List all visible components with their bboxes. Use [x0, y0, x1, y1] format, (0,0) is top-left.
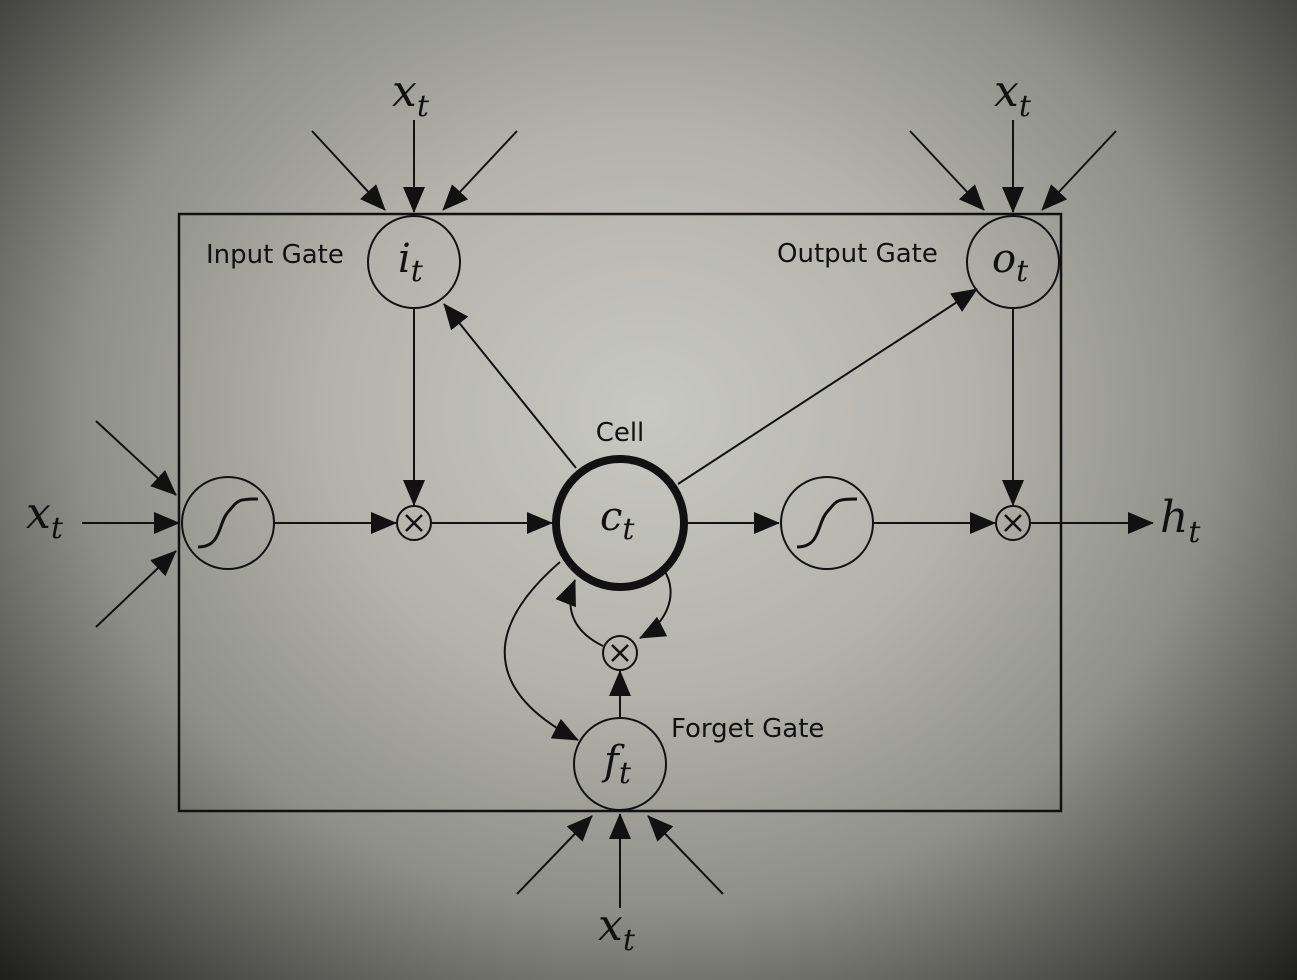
arrow-recurrent-to-input-squash-top: [95, 420, 177, 496]
arrow-cell-to-input-gate: [443, 303, 577, 469]
cell-node: [552, 455, 688, 591]
multiply-icon: [405, 514, 423, 532]
arrow-recurrent-to-output-gate-left: [909, 130, 985, 211]
h-output: ht: [1160, 492, 1201, 550]
h-symbol: h: [1160, 492, 1188, 543]
output-gate-symbol: ot: [992, 236, 1029, 289]
t-subscript: t: [51, 511, 64, 546]
input-gate-label: Input Gate: [206, 240, 344, 270]
output-multiply-node: [995, 505, 1031, 541]
t-subscript: t: [1019, 89, 1032, 124]
arrow-cell-to-forget-gate: [503, 561, 579, 741]
cell-symbol: ct: [600, 494, 635, 547]
t-subscript: t: [1188, 515, 1201, 550]
forget-gate-symbol: ft: [601, 738, 632, 791]
svg-text:xt: xt: [598, 900, 636, 958]
x-symbol: x: [994, 66, 1019, 117]
arrow-recurrent-to-input-squash-bottom: [95, 550, 177, 628]
svg-text:xt: xt: [994, 66, 1032, 124]
sigmoid-icon: [197, 497, 259, 549]
arrow-cell-to-forget-multiply: [639, 569, 672, 639]
input-squash-node: [181, 476, 275, 570]
x-symbol: x: [598, 900, 623, 951]
arrow-cell-to-output-gate: [677, 288, 978, 485]
multiply-icon: [1004, 514, 1022, 532]
svg-text:xt: xt: [392, 66, 430, 124]
arrow-recurrent-to-forget-gate-left: [516, 815, 593, 895]
arrow-recurrent-to-forget-gate-right: [647, 815, 724, 895]
svg-text:xt: xt: [26, 488, 64, 546]
x-symbol: x: [26, 488, 51, 539]
output-gate-label: Output Gate: [777, 239, 938, 269]
forget-gate-label: Forget Gate: [671, 714, 824, 744]
arrow-recurrent-to-output-gate-right: [1041, 130, 1117, 211]
arrow-recurrent-to-input-gate-left: [311, 130, 386, 211]
x-input-left: xt: [26, 488, 64, 546]
sigmoid-icon: [796, 497, 858, 549]
output-squash-node: [780, 476, 874, 570]
t-subscript: t: [417, 89, 430, 124]
x-input-top-right: xt: [994, 66, 1032, 124]
forget-multiply-node: [602, 635, 638, 671]
arrow-forget-multiply-to-cell: [555, 579, 604, 647]
t-subscript: t: [623, 923, 636, 958]
input-gate-symbol: it: [398, 236, 424, 289]
input-multiply-node: [396, 505, 432, 541]
x-symbol: x: [392, 66, 417, 117]
x-input-top-left: xt: [392, 66, 430, 124]
x-input-bottom: xt: [598, 900, 636, 958]
arrow-recurrent-to-input-gate-right: [442, 130, 518, 211]
cell-label: Cell: [596, 418, 645, 448]
multiply-icon: [611, 644, 629, 662]
svg-text:ht: ht: [1160, 492, 1201, 550]
